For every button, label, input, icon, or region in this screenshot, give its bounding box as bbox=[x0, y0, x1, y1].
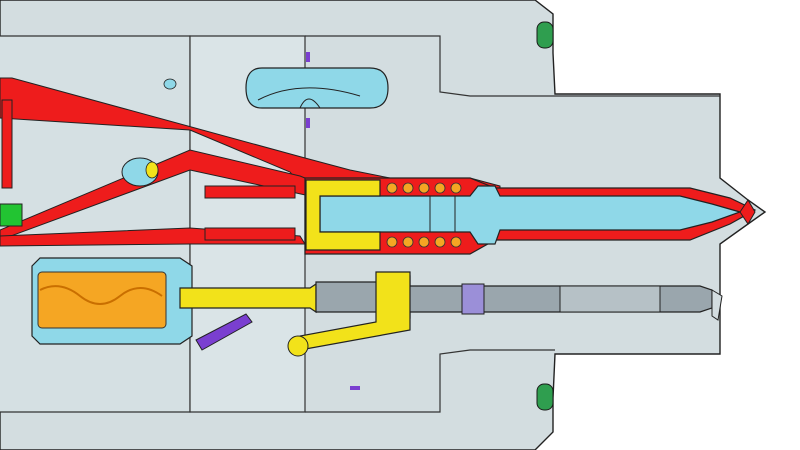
needle-sleeve-body bbox=[305, 179, 381, 251]
o-ring-bottom bbox=[536, 383, 554, 411]
control-spring bbox=[37, 271, 167, 329]
fuel-passage-mid-upper bbox=[204, 185, 296, 199]
yellow-port-left bbox=[145, 161, 159, 179]
coil-dot bbox=[402, 182, 414, 194]
purple-link bbox=[195, 313, 253, 351]
needle-sleeve bbox=[305, 179, 381, 251]
lever-pivot bbox=[287, 335, 309, 357]
purple-marker-1 bbox=[306, 52, 310, 62]
fuel-passage-vertical-left bbox=[1, 99, 13, 189]
purple-marker-2 bbox=[306, 118, 310, 128]
push-rod bbox=[179, 282, 317, 314]
coil-dot bbox=[434, 236, 446, 248]
coil-dot bbox=[386, 182, 398, 194]
fuel-passage-mid-lower bbox=[204, 227, 296, 241]
coil-dot bbox=[450, 236, 462, 248]
top-slot-arc bbox=[257, 87, 361, 101]
control-valve-assembly bbox=[31, 257, 723, 357]
coil-dot bbox=[386, 236, 398, 248]
shaft-slot bbox=[559, 285, 661, 313]
needle-spring-coils bbox=[386, 182, 462, 248]
coil-dot bbox=[418, 182, 430, 194]
o-ring-seals bbox=[536, 21, 554, 411]
purple-marker-3 bbox=[350, 386, 360, 390]
top-slot-divider bbox=[299, 98, 321, 109]
o-ring-top bbox=[536, 21, 554, 49]
nozzle-needle-chamber bbox=[319, 185, 756, 245]
coil-dot bbox=[450, 182, 462, 194]
spring-wave bbox=[39, 285, 163, 305]
shaft-collar bbox=[461, 283, 485, 315]
coil-dot bbox=[434, 182, 446, 194]
detail-features bbox=[0, 52, 360, 390]
shaft-end-clip bbox=[711, 289, 723, 321]
cyan-port-small bbox=[163, 78, 177, 90]
nozzle-needle bbox=[319, 185, 742, 245]
top-slot bbox=[245, 67, 389, 109]
green-marker bbox=[0, 203, 23, 227]
coil-dot bbox=[402, 236, 414, 248]
needle-tip bbox=[739, 199, 756, 225]
coil-dot bbox=[418, 236, 430, 248]
